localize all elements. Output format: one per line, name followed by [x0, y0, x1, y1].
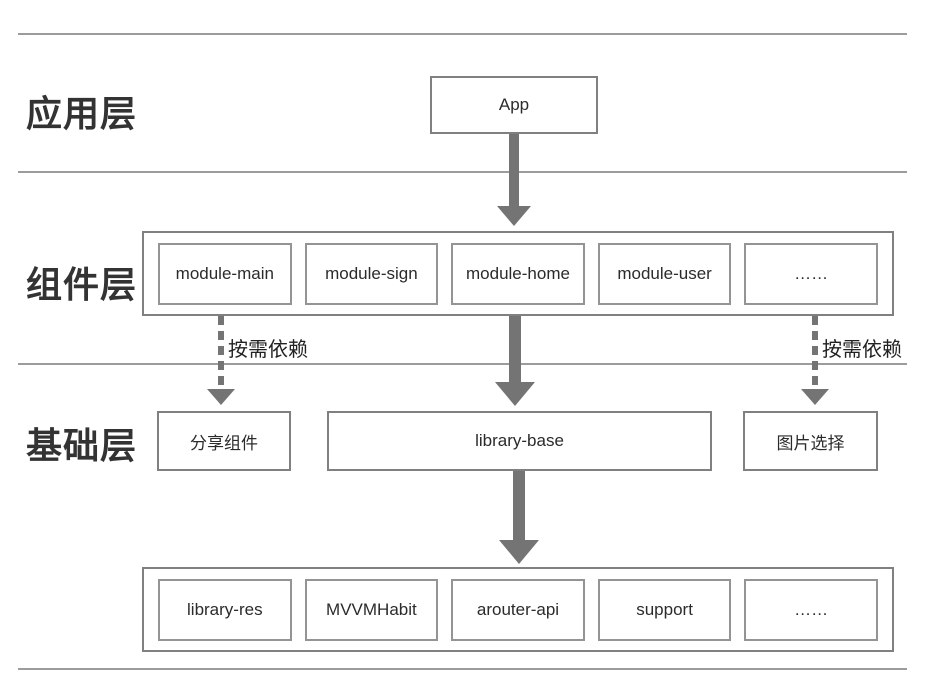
arrow-shaft [513, 471, 525, 540]
arrow-app-to-component [497, 134, 531, 226]
arrow-shaft [509, 134, 519, 206]
image-picker-box: 图片选择 [743, 411, 878, 471]
arrow-head-down-icon [207, 389, 235, 405]
dashed-arrow-component-to-share [207, 316, 235, 405]
app-box-label: App [498, 95, 530, 114]
dashed-arrow-shaft [218, 316, 224, 389]
layer-label-base: 基础层 [26, 425, 138, 466]
arrow-shaft [509, 316, 521, 382]
arrow-library-base-to-foundation [499, 471, 539, 564]
arrow-head-down-icon [801, 389, 829, 405]
foundation-row-container: library-res MVVMHabit arouter-api suppor… [142, 567, 894, 652]
separator-line-bottom [18, 668, 907, 670]
separator-line-app-component [18, 171, 907, 173]
dashed-arrow-shaft [812, 316, 818, 389]
dependency-label-right: 按需依赖 [822, 339, 902, 361]
module-user-box: module-user [597, 242, 732, 305]
arrow-head-down-icon [499, 540, 539, 564]
separator-line-component-base [18, 363, 907, 365]
arrow-component-to-library-base [495, 316, 535, 406]
module-ellipsis-box: …… [744, 242, 878, 305]
share-component-label: 分享组件 [190, 433, 258, 453]
library-res-box: library-res [158, 578, 292, 641]
component-row-container: module-main module-sign module-home modu… [142, 231, 894, 316]
app-box: App [430, 76, 598, 134]
layer-label-application: 应用层 [26, 93, 138, 134]
dependency-label-left: 按需依赖 [228, 339, 308, 361]
arrow-head-down-icon [497, 206, 531, 226]
module-sign-box: module-sign [304, 242, 439, 305]
arouter-api-box: arouter-api [451, 578, 585, 641]
share-component-box: 分享组件 [157, 411, 291, 471]
arrow-head-down-icon [495, 382, 535, 406]
separator-line-top [18, 33, 907, 35]
support-box: support [597, 578, 732, 641]
module-home-box: module-home [451, 242, 585, 305]
layer-label-component: 组件层 [26, 264, 138, 305]
image-picker-label: 图片选择 [776, 433, 845, 453]
library-base-box: library-base [327, 411, 712, 471]
library-base-label: library-base [475, 431, 564, 450]
module-main-box: module-main [158, 242, 292, 305]
foundation-ellipsis-box: …… [744, 578, 878, 641]
dashed-arrow-component-to-image-picker [801, 316, 829, 405]
mvvmhabit-box: MVVMHabit [304, 578, 439, 641]
